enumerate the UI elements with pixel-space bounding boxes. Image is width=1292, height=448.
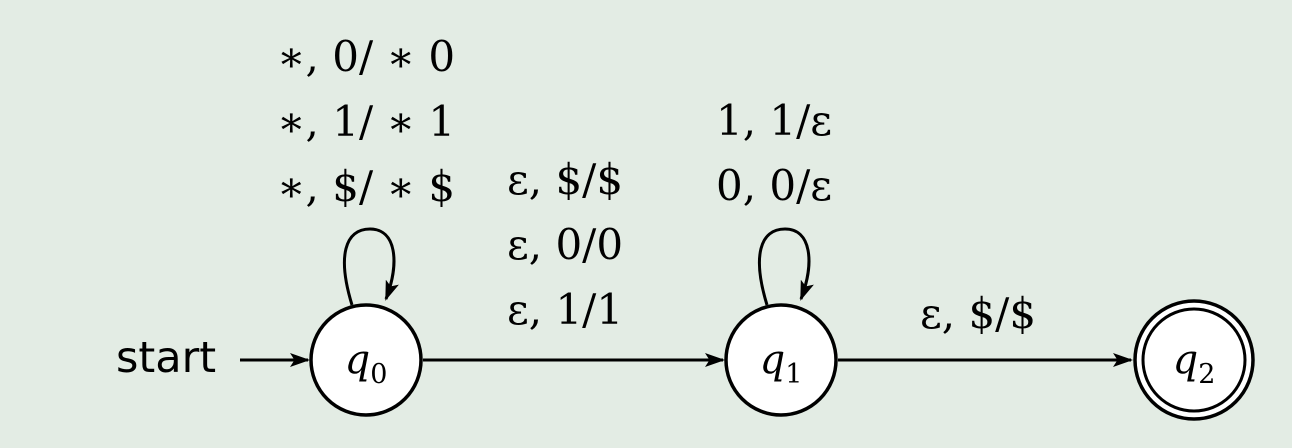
edge-label: ε, $/$: [507, 155, 624, 204]
state-q1-name: q1: [759, 337, 803, 390]
edge-label: 1, 1/ε: [716, 96, 833, 145]
state-q2-label: q2: [1143, 309, 1245, 411]
edge-q1-to-q2-labels: ε, $/$: [920, 281, 1036, 346]
edge-label: 0, 0/ε: [716, 161, 833, 210]
state-q1-label: q1: [726, 305, 836, 415]
state-q0-label: q0: [311, 305, 421, 415]
start-text: start: [116, 333, 217, 383]
state-q0-name: q0: [344, 337, 388, 390]
edge-q0-to-q1-labels: ε, $/$ ε, 0/0 ε, 1/1: [507, 147, 623, 342]
state-q0-circle: [309, 303, 423, 417]
edge-label: ε, 1/1: [507, 285, 624, 334]
edge-label: ∗, $/ ∗ $: [277, 162, 456, 211]
state-q1-circle: [724, 303, 838, 417]
edge-label: ε, $/$: [920, 289, 1037, 338]
edge-q1-self-loop-labels: 1, 1/ε 0, 0/ε: [716, 88, 832, 218]
edge-label: ∗, 0/ ∗ 0: [277, 32, 456, 81]
edge-label: ∗, 1/ ∗ 1: [277, 97, 456, 146]
edge-q0-self-loop-labels: ∗, 0/ ∗ 0 ∗, 1/ ∗ 1 ∗, $/ ∗ $: [277, 24, 455, 219]
edge-q0-self-loop-arrow: [342, 227, 399, 306]
state-q2-name: q2: [1172, 337, 1216, 390]
edge-label: ε, 0/0: [507, 220, 624, 269]
edge-q1-self-loop-arrow: [757, 227, 814, 306]
state-q2-inner-circle: [1141, 307, 1247, 413]
